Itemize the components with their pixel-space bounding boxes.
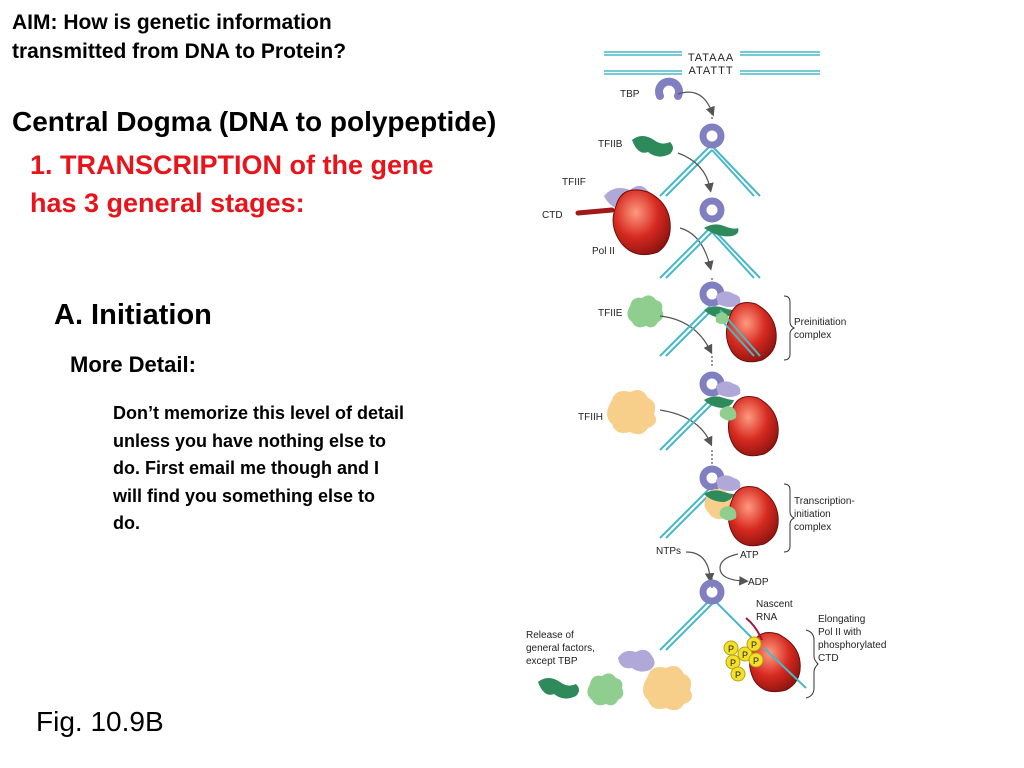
more-detail-heading: More Detail: bbox=[70, 352, 196, 377]
preinitiation-complex-icon bbox=[659, 281, 777, 363]
note-line-3: do. First email me though and I bbox=[113, 458, 380, 478]
pol-ii-label: Pol II bbox=[592, 246, 615, 257]
release-label-2: general factors, bbox=[526, 643, 595, 654]
phosphate-label: P bbox=[753, 656, 759, 666]
pol-ii-tfiif-icon bbox=[575, 185, 671, 256]
atattt-sequence: ATATTT bbox=[688, 65, 733, 77]
phosphate-label: P bbox=[728, 644, 734, 654]
tfiib-icon bbox=[632, 136, 673, 157]
release-label-3: except TBP bbox=[526, 656, 578, 667]
adp-label: ADP bbox=[748, 577, 769, 588]
transcription-line-2: has 3 general stages: bbox=[30, 188, 305, 218]
transcription-line-1: 1. TRANSCRIPTION of the gene bbox=[30, 150, 434, 180]
preinitiation-label-2: complex bbox=[794, 330, 831, 341]
detail-note: Don’t memorize this level of detail unle… bbox=[113, 400, 404, 538]
note-line-2: unless you have nothing else to bbox=[113, 430, 387, 451]
phosphate-label: P bbox=[730, 658, 736, 668]
phosphate-label: P bbox=[742, 650, 748, 660]
tic-label-3: complex bbox=[794, 522, 831, 533]
elongating-label-2: Pol II with bbox=[818, 627, 861, 638]
tbp-label: TBP bbox=[620, 89, 640, 100]
elongating-label-3: phosphorylated bbox=[818, 640, 886, 651]
tfiif-label: TFIIF bbox=[562, 177, 586, 188]
figure-caption: Fig. 10.9B bbox=[36, 706, 164, 737]
aim-line-1: AIM: How is genetic information bbox=[12, 11, 332, 34]
phosphate-label: P bbox=[751, 640, 757, 650]
atp-label: ATP bbox=[740, 550, 759, 561]
transcription-heading: 1. TRANSCRIPTION of the gene has 3 gener… bbox=[30, 146, 516, 222]
nascent-rna-label-1: Nascent bbox=[756, 599, 793, 610]
note-line-1: Don’t memorize this level of detail bbox=[113, 403, 405, 423]
nascent-rna-label-2: RNA bbox=[756, 612, 777, 623]
initiation-heading: A. Initiation bbox=[54, 299, 212, 331]
note-line-5: do. bbox=[113, 513, 140, 533]
tfiie-label: TFIIE bbox=[598, 308, 623, 319]
preinitiation-label-1: Preinitiation bbox=[794, 317, 846, 328]
tfiih-label: TFIIH bbox=[578, 412, 603, 423]
aim-heading: AIM: How is genetic information transmit… bbox=[12, 8, 346, 66]
tic-label-1: Transcription- bbox=[794, 496, 855, 507]
tfiie-icon bbox=[627, 295, 664, 328]
tbp-icon bbox=[655, 77, 683, 100]
ntps-label: NTPs bbox=[656, 546, 681, 557]
tataaa-sequence: TATAAA bbox=[688, 52, 734, 64]
promoter-dna: TATAAA ATATTT bbox=[604, 49, 820, 77]
phosphorylated-ctd-icon: P P P P P P bbox=[723, 636, 764, 682]
phosphate-label: P bbox=[735, 670, 741, 680]
aim-line-2: transmitted from DNA to Protein? bbox=[12, 40, 347, 63]
tfiih-icon bbox=[607, 390, 656, 435]
note-line-4: will find you something else to bbox=[113, 485, 376, 506]
released-factors-icon bbox=[538, 649, 692, 710]
transcription-initiation-complex-icon bbox=[659, 465, 779, 547]
ctd-label: CTD bbox=[542, 210, 563, 221]
elongating-label-1: Elongating bbox=[818, 614, 865, 625]
elongating-pol-ii-icon bbox=[659, 579, 807, 693]
elongating-label-4: CTD bbox=[818, 653, 839, 664]
release-label-1: Release of bbox=[526, 630, 574, 641]
central-dogma-heading: Central Dogma (DNA to polypeptide) bbox=[12, 106, 497, 137]
step-tbp-bound bbox=[659, 123, 761, 197]
tic-label-2: initiation bbox=[794, 509, 831, 520]
step-tfiib-bound bbox=[659, 197, 761, 279]
step-tfiih-complex bbox=[659, 371, 779, 457]
transcription-initiation-diagram: TATAAA ATATTT TBP TFIIB TFIIF CTD Pol II… bbox=[526, 49, 886, 710]
tfiib-label: TFIIB bbox=[598, 139, 623, 150]
